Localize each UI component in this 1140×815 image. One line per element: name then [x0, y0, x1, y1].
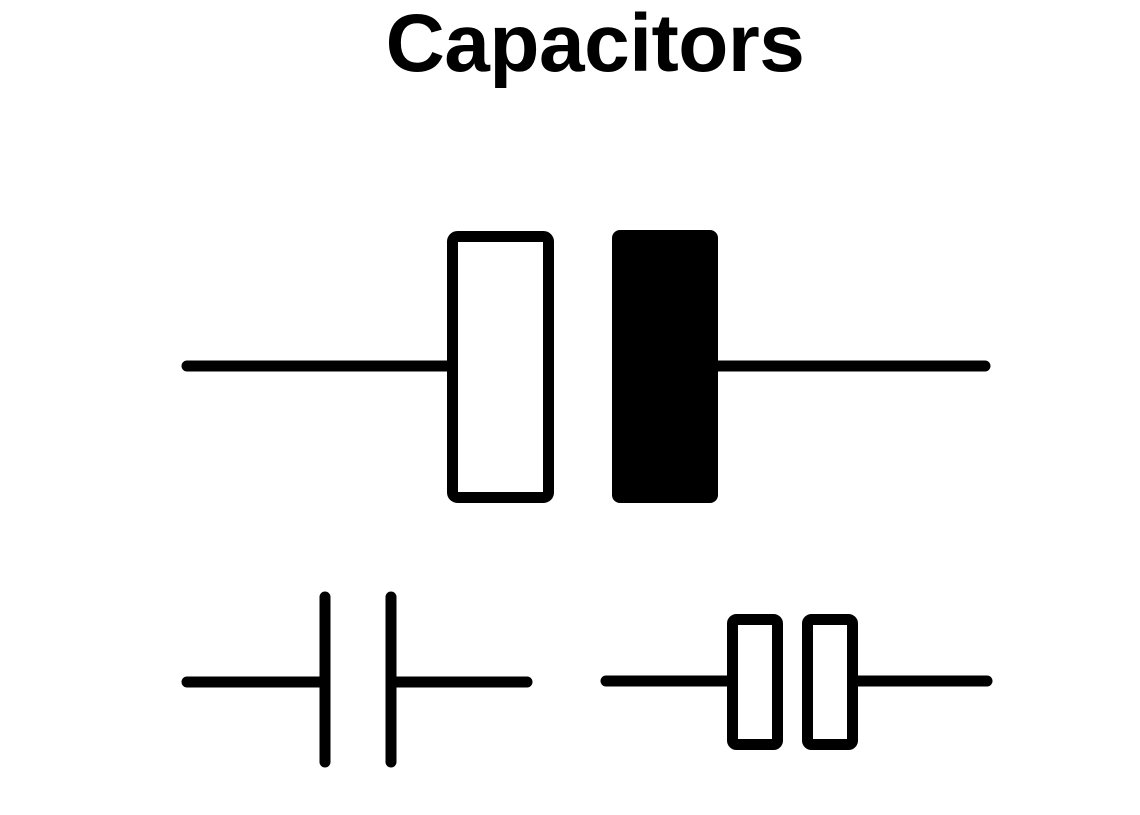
double-rectangle-capacitor-symbol	[600, 614, 993, 750]
double-rectangle-capacitor-right-plate	[802, 614, 858, 750]
double-rectangle-capacitor-left-plate	[727, 614, 783, 750]
standard-capacitor-symbol	[181, 591, 533, 768]
page-title: Capacitors	[385, 0, 805, 89]
polarized-capacitor-outlined-plate	[447, 231, 554, 503]
polarized-capacitor-symbol	[181, 230, 991, 503]
polarized-capacitor-filled-plate	[612, 230, 718, 503]
